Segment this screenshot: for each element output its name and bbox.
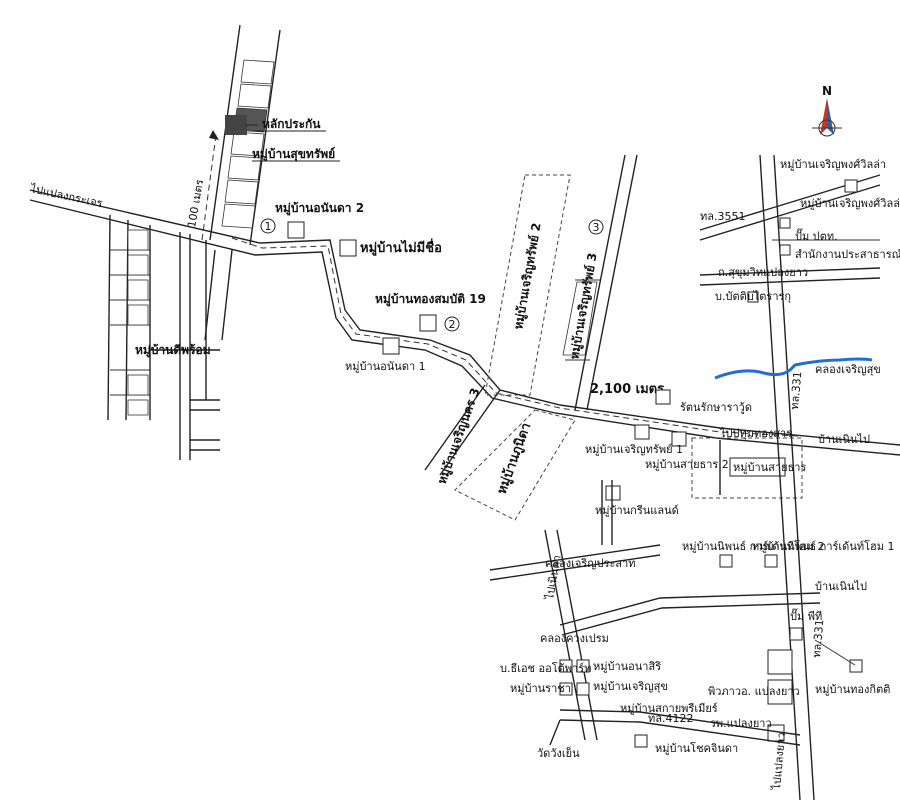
place-school: พิวภาวอ. แปลงยาว [708, 685, 800, 698]
village-charoenpong: หมู่บ้านเจริญพงศ์วิลล่า [800, 197, 900, 210]
site-marker-label: หลักประกัน [262, 117, 321, 131]
distance-2100m: 2,100 เมตร [590, 382, 664, 397]
village-anankha1: หมู่บ้านอนันดา 1 [345, 360, 426, 373]
highway-331-label: ทล.331 [788, 371, 804, 410]
village-chokdee: หมู่บ้านทองกิตติ [815, 683, 890, 696]
place-kheng: คลองควงเปรม [540, 632, 609, 645]
svg-text:2: 2 [449, 318, 456, 331]
site-village-label: หมู่บ้านสุขทรัพย์ [252, 147, 335, 162]
site-marker [225, 115, 247, 135]
road-label-pathum: ไปปทุมทองสาร [719, 427, 792, 440]
canal-charoensuk [714, 357, 873, 380]
highway-3551-label: ทล.3551 [700, 210, 745, 223]
village-dee-prom: หมู่บ้านดีพร้อม [135, 343, 211, 358]
label-box-saiyarak [729, 457, 786, 477]
place-samnakngan: สำนักงานประสาธารณ์ [795, 248, 900, 261]
highway-331-label-2: ทล.331 [810, 619, 826, 658]
village-charoenpong-label-top: หมู่บ้านเจริญพงศ์วิลล่า [780, 158, 886, 171]
village-charoensap2: หมู่บ้านเจริญทรัพย์ 2 [511, 222, 545, 331]
village-chaichinda: หมู่บ้านโชคจินดา [655, 741, 738, 755]
canal-khlong-label: คลองเจริญประสาท [545, 557, 636, 570]
village-anaset: หมู่บ้านอนาสิริ [593, 660, 661, 673]
village-charoensuk: หมู่บ้านเจริญสุข [593, 680, 668, 693]
place-hospital: รพ.แปลงยาว [710, 717, 772, 730]
village-phunika: หมู่บ้านภูนิดา [494, 421, 535, 497]
place-ptt: ปั๊ม ปตท. [795, 228, 838, 243]
east-highway [759, 154, 815, 801]
village-greenland: หมู่บ้านกรีนแลนด์ [595, 504, 679, 517]
village-ratcha: หมู่บ้านราชา [510, 682, 571, 695]
building-rattanaphon [655, 389, 671, 405]
place-ban-nern-pai-2: บ้านเนินไป [815, 580, 867, 593]
road-to-top-label: ไปแปลงกระเจร [28, 182, 103, 210]
building-greenland [605, 485, 621, 501]
building-anankha2 [287, 221, 305, 239]
site-road [209, 24, 281, 246]
village-saiyarak2: หมู่บ้านสายธาร 2 [645, 458, 729, 471]
highway-4122-label: ทล.4122 [648, 712, 693, 725]
building-thongsombat [419, 314, 437, 332]
place-b-bwon: บ.ธีเอช ออโต้พาร์ท [500, 661, 591, 675]
village-srimueang: หมู่บ้านสกายพรีเมียร์ [620, 702, 718, 715]
village-anankha2: หมู่บ้านอนันดา 2 [275, 201, 364, 216]
road-soi3-right [586, 154, 638, 411]
svg-text:1: 1 [265, 220, 272, 233]
building-saiyarak2 [671, 431, 687, 447]
compass-north-arrow: N [812, 84, 842, 137]
canal-label: คลองเจริญสุข [815, 363, 881, 376]
svg-text:3: 3 [593, 221, 600, 234]
zone-saiyarak [691, 437, 803, 499]
road-sukhumvit-label: ถ.สุขุมวิทแปลงยาว [718, 266, 808, 279]
svg-text:N: N [822, 84, 832, 98]
village-saiyarak: หมู่บ้านสายธาร [733, 461, 806, 474]
distance-100m: 100 เมตร [185, 178, 206, 228]
route-marker-2: 2 [444, 316, 460, 332]
west-main-road [29, 189, 900, 456]
zone-phunika [454, 409, 576, 521]
village-nipon2: หมู่บ้านนิพนธ์ การ์เด้นท์โฮม 2 [682, 539, 824, 553]
route-marker-3: 3 [588, 219, 604, 235]
place-wat-wang-yen: วัดวังเย็น [537, 746, 580, 760]
village-charoensap1: หมู่บ้านเจริญทรัพย์ 1 [585, 443, 683, 456]
place-pump-pt: ปั๊ม พีที [790, 608, 822, 623]
village-charoennakhon3: หมู่บ้านเจริญนคร 3 [435, 386, 484, 486]
route-marker-1: 1 [260, 218, 276, 234]
village-thongsombat19: หมู่บ้านทองสมบัติ 19 [375, 292, 486, 307]
village-rattanaphon: รัตนรักษาราวู้ด [680, 401, 752, 414]
road-to-b-label: ไปแปลงยาว [770, 732, 788, 791]
building-anankha1 [382, 337, 400, 355]
place-bo-pt: บ.บัตติบไตรารกุ [715, 290, 791, 303]
zone-charoensap2 [484, 174, 571, 396]
place-ban-nern-pai: บ้านเนินไป [818, 433, 870, 446]
village-maimichue: หมู่บ้านไม่มีชื่อ [360, 238, 442, 256]
west-village-grid [107, 214, 233, 460]
building-maimichue [339, 239, 357, 257]
road-soi3-left [574, 154, 626, 411]
village-nipon1: หมู่บ้านนิพนธ์ การ์เด้นท์โฮม 1 [752, 539, 894, 553]
building-charoensap1 [634, 424, 650, 440]
